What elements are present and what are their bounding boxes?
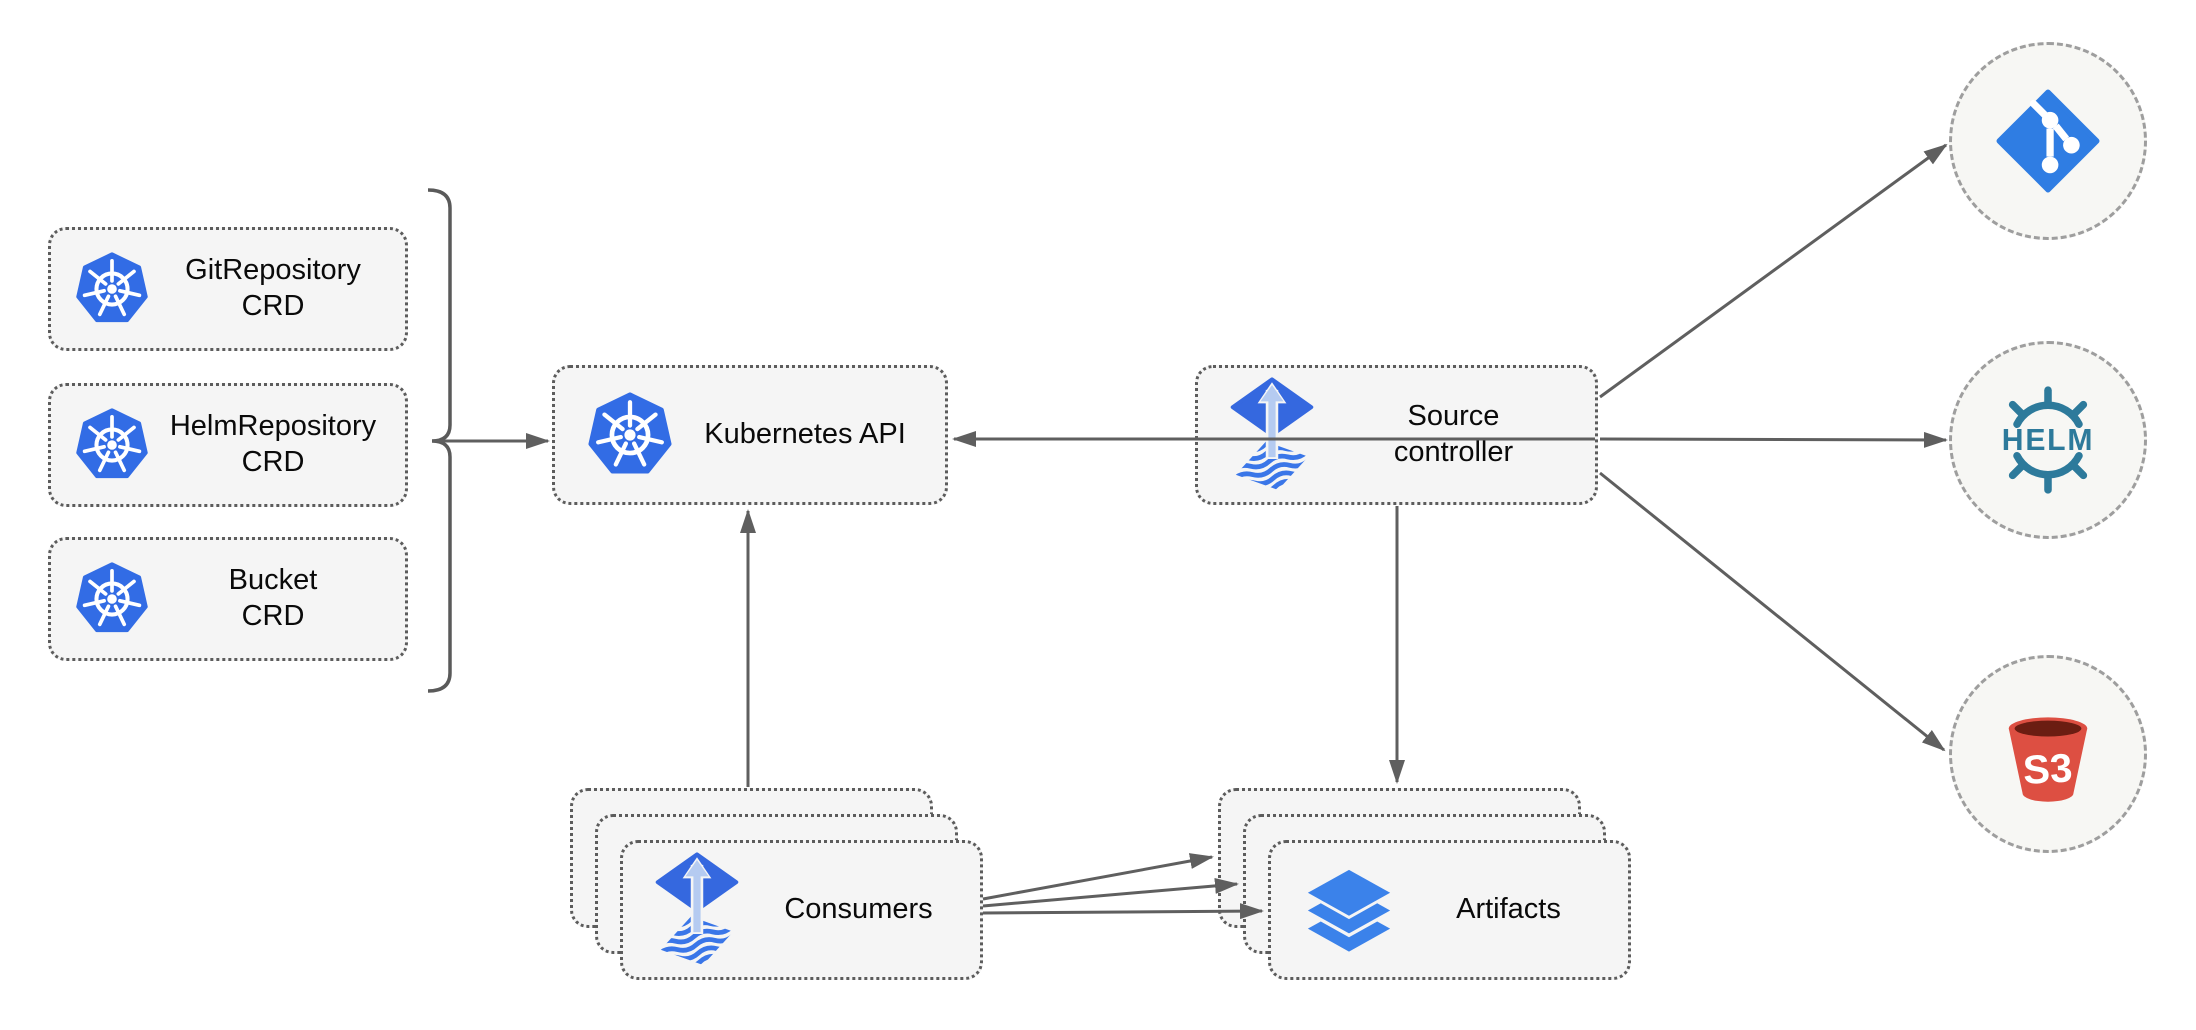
kubernetes-icon	[587, 392, 673, 478]
node-kubernetes-api: Kubernetes API	[552, 365, 948, 505]
label-line1: Consumers	[784, 893, 933, 926]
node-bucket-crd: Bucket CRD	[48, 537, 408, 661]
label-line1: Artifacts	[1456, 893, 1561, 926]
label-line1: GitRepository	[185, 254, 361, 287]
label-line1: HelmRepository	[169, 410, 377, 443]
git-icon	[1996, 89, 2100, 193]
node-label: HelmRepository CRD	[149, 409, 405, 481]
node-gitrepository-crd: GitRepository CRD	[48, 227, 408, 351]
crd-group-bracket	[427, 188, 452, 693]
arrow-source-to-s3	[1599, 471, 1946, 752]
label-line1: Source	[1407, 400, 1500, 433]
node-source-controller: Source controller	[1195, 365, 1598, 505]
endpoint-git	[1949, 42, 2147, 240]
node-label: Bucket CRD	[149, 563, 405, 635]
s3-icon: S3	[2008, 717, 2088, 802]
arrow-source-to-git	[1599, 143, 1948, 399]
kubernetes-icon	[75, 252, 149, 326]
endpoint-s3: S3	[1949, 655, 2147, 853]
node-artifacts: Artifacts	[1268, 840, 1631, 980]
node-label: Artifacts	[1397, 892, 1628, 928]
label-line2: CRD	[241, 446, 305, 478]
node-helmrepository-crd: HelmRepository CRD	[48, 383, 408, 507]
helm-icon: HELM	[2002, 386, 2094, 494]
layers-icon	[1307, 869, 1391, 952]
endpoint-helm: HELM	[1949, 341, 2147, 539]
flux-icon	[1224, 376, 1320, 494]
node-label: Kubernetes API	[673, 417, 945, 453]
node-consumers: Consumers	[620, 840, 983, 980]
label-line2: CRD	[241, 290, 305, 322]
node-label: Source controller	[1320, 399, 1595, 471]
label-line1: Bucket	[228, 564, 318, 597]
helm-wordmark: HELM	[2002, 424, 2094, 457]
label-line1: Kubernetes API	[704, 418, 906, 451]
label-line2: CRD	[241, 600, 305, 632]
arrow-consumers-to-artifacts-1	[982, 853, 1214, 901]
s3-wordmark: S3	[2022, 745, 2074, 793]
arrow-consumers-to-artifacts-2	[982, 877, 1239, 908]
node-label: GitRepository CRD	[149, 253, 405, 325]
kubernetes-icon	[75, 408, 149, 482]
label-line2: controller	[1393, 436, 1514, 468]
flux-icon	[649, 851, 745, 969]
kubernetes-icon	[75, 562, 149, 636]
node-label: Consumers	[745, 892, 980, 928]
arrow-source-to-helm	[1599, 431, 1948, 448]
